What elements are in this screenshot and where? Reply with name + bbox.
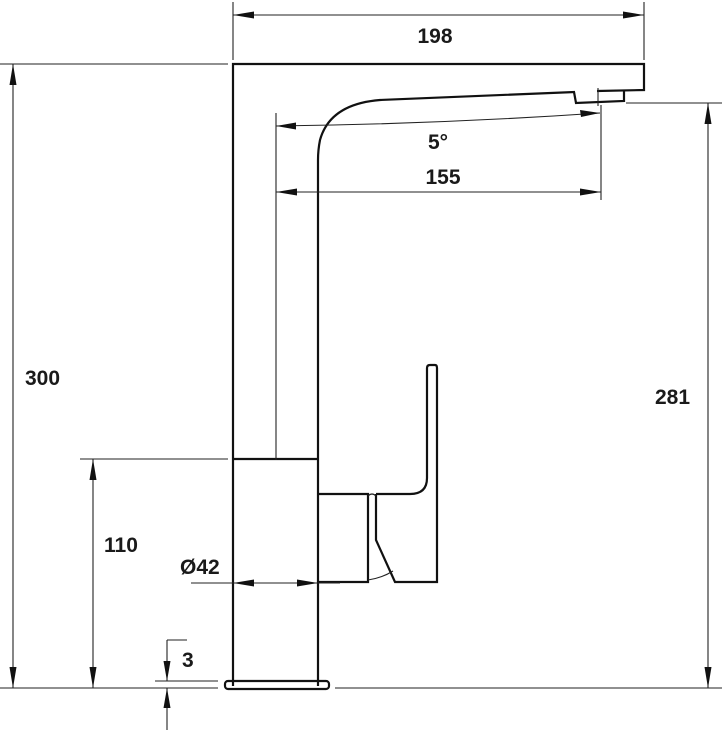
base-plate [223, 679, 331, 691]
dim-body-lower-height: 110 [80, 458, 228, 688]
dim-outlet-height: 281 [335, 102, 722, 689]
dim-overall-height: 300 [0, 63, 228, 689]
outlet-height-label: 281 [655, 386, 690, 409]
dim-base-plate-thickness: 3 [155, 639, 356, 730]
base-plate-thickness-label: 3 [182, 649, 194, 672]
dim-spout-angle: 5° [275, 105, 602, 460]
overall-height-label: 300 [25, 367, 60, 390]
spout-reach-label: 155 [425, 166, 460, 189]
tap-outline [223, 62, 646, 691]
dim-spout-reach: 155 [276, 166, 601, 196]
spout-underside [316, 90, 576, 686]
spout-angle-label: 5° [428, 131, 448, 154]
aerator [572, 90, 626, 105]
overall-width-label: 198 [417, 25, 452, 48]
dim-overall-width: 198 [232, 2, 645, 60]
body-diameter-label: Ø42 [180, 556, 220, 579]
body-lower-height-label: 110 [104, 534, 138, 557]
handle-cartridge [318, 492, 370, 584]
handle-lever [374, 363, 439, 584]
tap-body-outer [231, 62, 646, 686]
dim-body-diameter: Ø42 [180, 556, 340, 587]
